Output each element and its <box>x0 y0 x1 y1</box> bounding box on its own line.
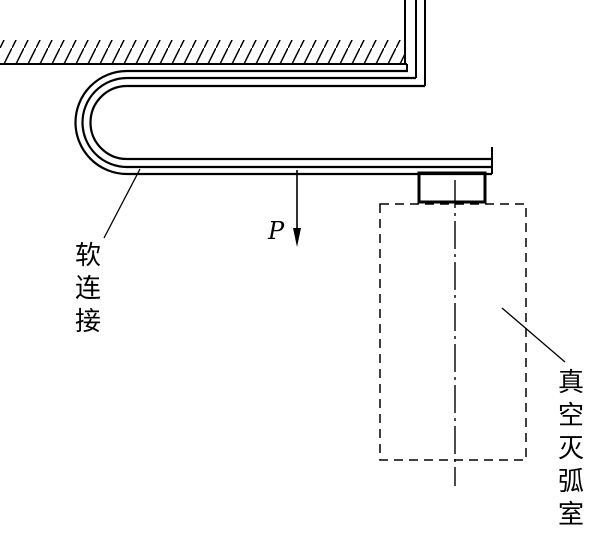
force-arrow <box>293 170 301 247</box>
soft-connection-label: 软 连 接 <box>73 240 103 339</box>
vacuum-interrupter-char-2: 空 <box>557 401 584 431</box>
vacuum-interrupter-label: 真 空 灭 弧 室 <box>556 367 586 532</box>
vacuum-interrupter-char-4: 弧 <box>557 467 584 497</box>
flexible-connection <box>74 62 493 176</box>
soft-connection-char-1: 软 <box>74 241 101 271</box>
soft-connection-leader <box>103 168 141 239</box>
vacuum-interrupter-char-3: 灭 <box>557 434 584 464</box>
soft-connection-char-2: 连 <box>74 274 101 304</box>
vacuum-interrupter-char-1: 真 <box>557 368 584 398</box>
fixed-frame <box>0 0 426 86</box>
vacuum-interrupter-char-5: 室 <box>557 500 584 530</box>
force-label: P <box>268 217 285 245</box>
vacuum-interrupter-leader <box>501 307 566 363</box>
terminal-block <box>417 171 487 204</box>
vacuum-interrupter-outline <box>379 203 527 461</box>
soft-connection-char-3: 接 <box>74 307 101 337</box>
